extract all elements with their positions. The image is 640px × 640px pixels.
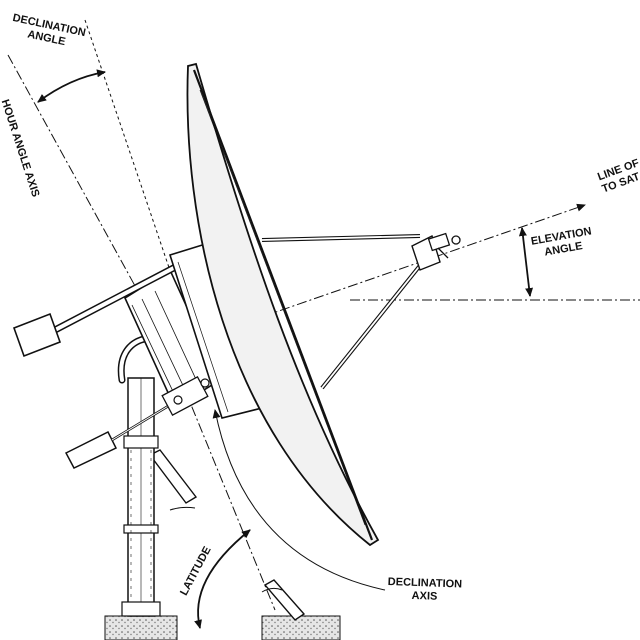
hour-angle-axis-line xyxy=(7,54,196,396)
declination-jack-handle xyxy=(64,400,176,469)
feed-support-struts xyxy=(261,234,428,390)
latitude-angle-arrow xyxy=(194,529,251,629)
declination-axis-line xyxy=(184,389,276,611)
rear-brace-leg xyxy=(148,449,198,511)
declination-axis-label-line1: DECLINATION xyxy=(387,576,463,591)
declination-angle-arrow xyxy=(37,69,106,103)
pedestal-post xyxy=(121,377,161,617)
declination-reference-line xyxy=(84,19,181,301)
ground-block-right xyxy=(261,615,341,640)
front-brace-leg xyxy=(261,579,306,621)
counterweight-block xyxy=(12,312,62,358)
declination-axis-label-line2: AXIS xyxy=(411,589,438,603)
declination-axis-leader xyxy=(212,409,386,591)
declination-axis-label: DECLINATION AXIS xyxy=(387,576,463,605)
parabolic-dish xyxy=(186,62,380,547)
elevation-angle-arrow xyxy=(518,227,534,297)
feed-horn xyxy=(411,232,461,271)
counterweight-arm xyxy=(51,258,189,334)
ground-block-left xyxy=(104,615,178,640)
